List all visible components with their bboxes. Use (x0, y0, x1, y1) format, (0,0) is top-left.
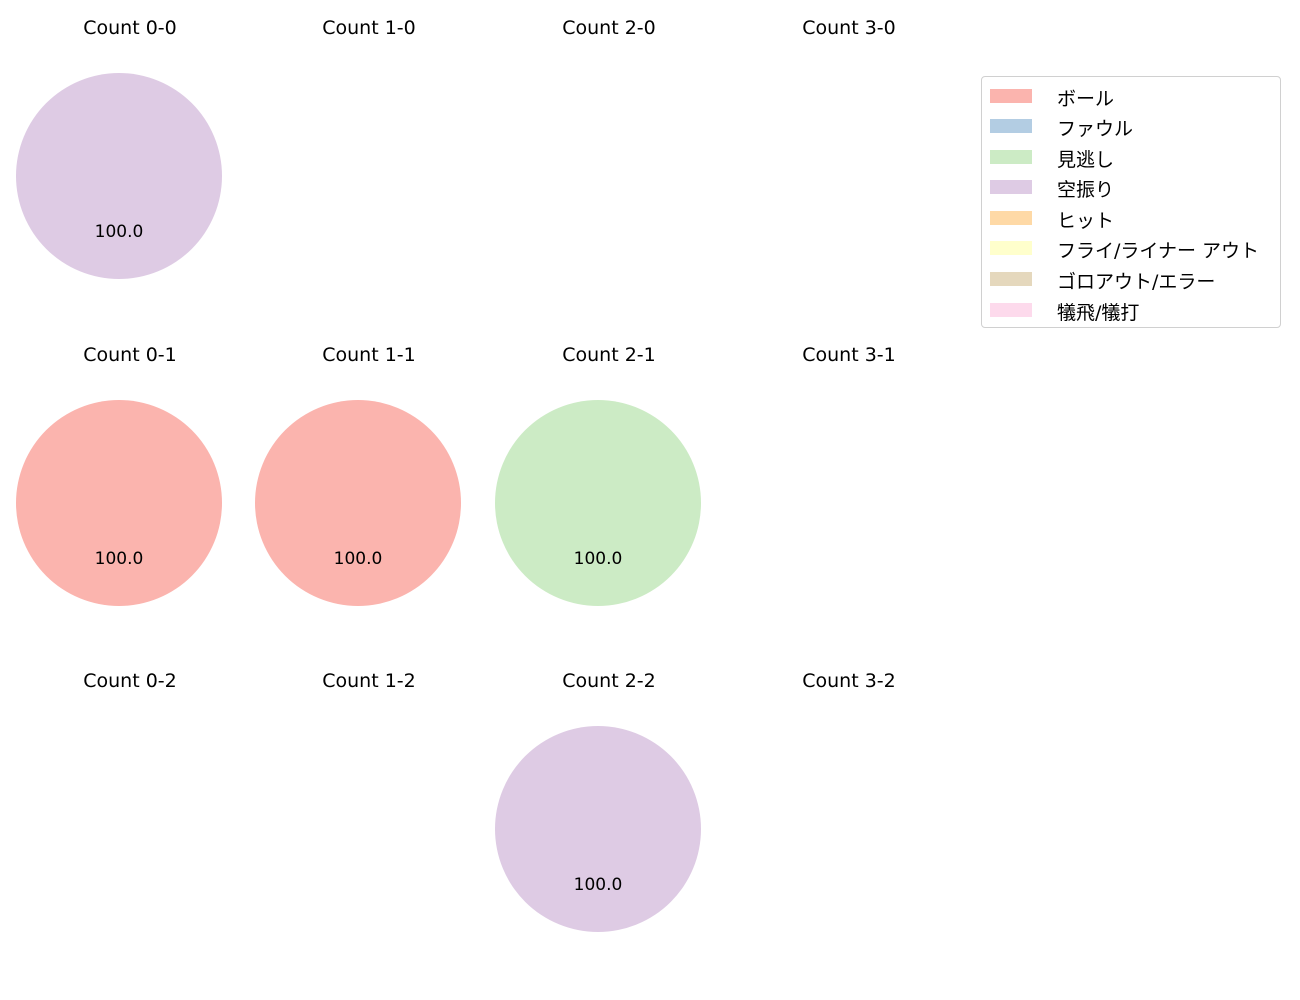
pie-label: 100.0 (94, 222, 144, 242)
subplot-title: Count 3-1 (802, 344, 896, 366)
legend: ボール ファウル 見逃し 空振り ヒット フライ/ライナー アウト ゴロアウト/… (981, 76, 1281, 328)
subplot-count-1-2: Count 1-2 (249, 653, 489, 980)
legend-item: ボール (990, 81, 1280, 110)
legend-swatch (990, 180, 1032, 194)
legend-item: 空振り (990, 172, 1280, 201)
legend-item: ヒット (990, 203, 1280, 232)
legend-swatch (990, 241, 1032, 255)
pie-label: 100.0 (573, 875, 623, 895)
subplot-title: Count 0-0 (83, 17, 177, 39)
pie-label: 100.0 (333, 549, 383, 569)
legend-swatch (990, 211, 1032, 225)
legend-label: フライ/ライナー アウト (1057, 240, 1260, 262)
subplot-title: Count 2-0 (562, 17, 656, 39)
subplot-title: Count 0-1 (83, 344, 177, 366)
legend-swatch (990, 150, 1032, 164)
legend-label: ボール (1057, 88, 1115, 110)
legend-item: 見逃し (990, 142, 1280, 171)
legend-swatch (990, 119, 1032, 133)
subplot-title: Count 3-2 (802, 670, 896, 692)
legend-item: フライ/ライナー アウト (990, 233, 1280, 262)
pie-slice (16, 400, 222, 606)
legend-label: 空振り (1057, 179, 1115, 201)
legend-swatch (990, 303, 1032, 317)
pie-slice (495, 400, 701, 606)
pie-slice (255, 400, 461, 606)
subplot-count-2-0: Count 2-0 (489, 0, 729, 327)
subplot-count-3-1: Count 3-1 (729, 327, 969, 654)
subplot-count-1-0: Count 1-0 (249, 0, 489, 327)
legend-item: ファウル (990, 111, 1280, 140)
legend-item: ゴロアウト/エラー (990, 264, 1280, 293)
pie-slice (16, 73, 222, 279)
subplot-title: Count 2-1 (562, 344, 656, 366)
subplot-count-1-1: Count 1-1 100.0 (249, 327, 489, 654)
subplot-title: Count 1-0 (322, 17, 416, 39)
subplot-title: Count 3-0 (802, 17, 896, 39)
legend-label: ヒット (1057, 210, 1115, 232)
subplot-count-2-1: Count 2-1 100.0 (489, 327, 729, 654)
subplot-count-0-1: Count 0-1 100.0 (10, 327, 250, 654)
legend-item: 犠飛/犠打 (990, 295, 1280, 324)
subplot-title: Count 1-2 (322, 670, 416, 692)
subplot-title: Count 2-2 (562, 670, 656, 692)
pie-label: 100.0 (573, 549, 623, 569)
subplot-count-3-0: Count 3-0 (729, 0, 969, 327)
legend-swatch (990, 272, 1032, 286)
subplot-count-2-2: Count 2-2 100.0 (489, 653, 729, 980)
subplot-count-0-0: Count 0-0 100.0 (10, 0, 250, 327)
legend-label: ファウル (1057, 118, 1134, 140)
pie-slice (495, 726, 701, 932)
legend-label: ゴロアウト/エラー (1057, 271, 1216, 293)
legend-swatch (990, 89, 1032, 103)
legend-label: 犠飛/犠打 (1057, 302, 1140, 324)
legend-label: 見逃し (1057, 149, 1115, 171)
subplot-count-3-2: Count 3-2 (729, 653, 969, 980)
pie-label: 100.0 (94, 549, 144, 569)
subplot-count-0-2: Count 0-2 (10, 653, 250, 980)
subplot-title: Count 1-1 (322, 344, 416, 366)
subplot-title: Count 0-2 (83, 670, 177, 692)
